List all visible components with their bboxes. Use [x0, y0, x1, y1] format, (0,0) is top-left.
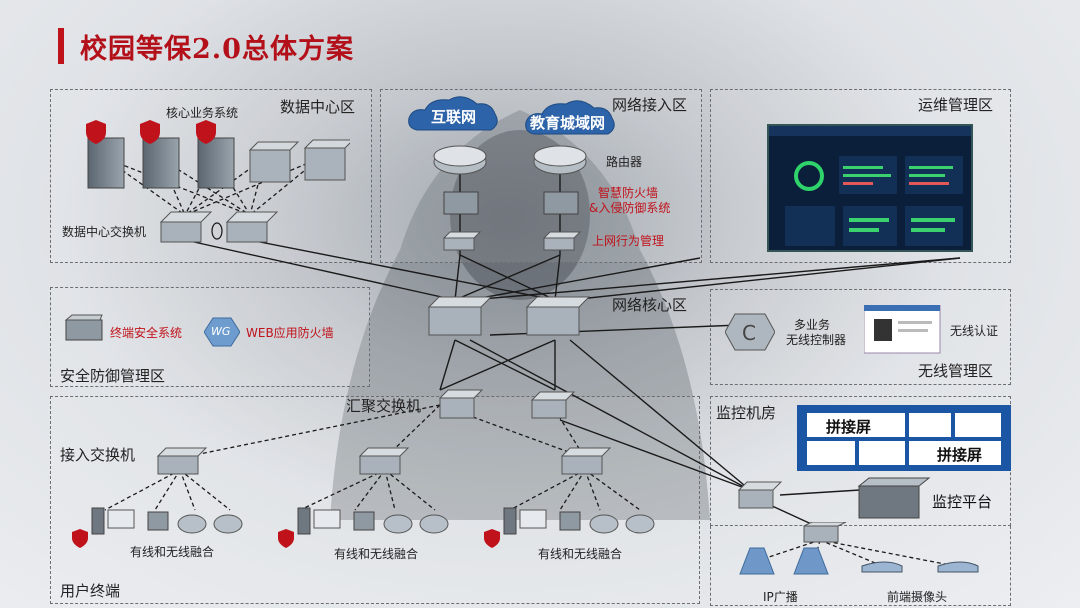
aggregation-switch-label: 汇聚交换机 — [346, 397, 422, 415]
access-switch-label: 接入交换机 — [60, 446, 136, 464]
ops-dashboard-screen — [767, 124, 973, 252]
user-endpoints-icons — [72, 507, 655, 548]
title-accent-bar — [58, 28, 64, 64]
access-switches-icon — [156, 447, 612, 475]
page-title: 校园等保2.0总体方案 — [80, 34, 354, 65]
zone-wireless-label: 无线管理区 — [918, 362, 994, 380]
zone-core-label: 网络核心区 — [612, 296, 688, 314]
zone-network-access-label: 网络接入区 — [612, 96, 688, 114]
datacenter-switch-icon — [159, 211, 279, 243]
splice-screen-label-1: 拼接屏 — [826, 418, 872, 436]
splice-screen-wall — [797, 405, 1011, 471]
screen-cell — [859, 441, 905, 465]
edu-metro-label: 教育城域网 — [530, 114, 606, 132]
wireless-auth-screenshot-icon — [864, 305, 941, 354]
zone-user-label: 用户终端 — [60, 582, 121, 600]
dashboard-graphics — [769, 126, 971, 246]
front-camera-label: 前端摄像头 — [887, 590, 948, 604]
screen-cell — [807, 441, 855, 465]
zone-ops-label: 运维管理区 — [918, 96, 994, 114]
firewall-label-2: &入侵防御系统 — [589, 201, 671, 215]
zone-datacenter-label: 数据中心区 — [280, 98, 356, 116]
wireless-controller-label-2: 无线控制器 — [786, 333, 847, 347]
router-label: 路由器 — [606, 155, 643, 169]
screen-cell — [909, 441, 1001, 465]
core-system-label: 核心业务系统 — [166, 106, 239, 120]
wireless-auth-label: 无线认证 — [950, 324, 999, 338]
core-servers-icon — [86, 120, 350, 189]
core-switches-icon — [427, 296, 591, 336]
zone-monitor-label: 监控机房 — [716, 404, 777, 422]
datacenter-switch-label: 数据中心交换机 — [62, 225, 147, 239]
converge-label-2: 有线和无线融合 — [334, 547, 419, 561]
endpoint-security-label: 终端安全系统 — [110, 326, 183, 340]
waf-icon — [204, 317, 240, 347]
waf-label: WEB应用防火墙 — [246, 326, 334, 340]
firewall-label-1: 智慧防火墙 — [598, 186, 659, 200]
internet-cloud-icon — [408, 96, 498, 131]
waf-icon-text: WG — [211, 325, 231, 338]
screen-cell — [909, 413, 951, 437]
endpoint-security-icon — [64, 314, 103, 341]
converge-label-3: 有线和无线融合 — [538, 547, 623, 561]
screen-cell — [955, 413, 1001, 437]
aggregation-switches-icon — [438, 389, 576, 419]
monitor-switch-and-platform-icon — [737, 477, 931, 519]
ip-broadcast-label: IP广播 — [763, 590, 798, 604]
zone-security-label: 安全防御管理区 — [60, 367, 166, 385]
splice-screen-label-2: 拼接屏 — [937, 446, 983, 464]
wireless-controller-icon: C — [725, 313, 775, 351]
screen-cell — [807, 413, 905, 437]
monitor-platform-label: 监控平台 — [932, 493, 993, 511]
zone-user — [50, 396, 700, 604]
access-devices-icon — [433, 145, 587, 251]
monitor-terminal-devices-icon — [739, 522, 979, 575]
svg-text:C: C — [742, 321, 756, 345]
converge-label-1: 有线和无线融合 — [130, 545, 215, 559]
wireless-controller-label-1: 多业务 — [794, 318, 831, 332]
behavior-management-label: 上网行为管理 — [592, 234, 665, 248]
edu-metro-cloud-icon — [525, 100, 615, 135]
internet-label: 互联网 — [431, 108, 477, 126]
